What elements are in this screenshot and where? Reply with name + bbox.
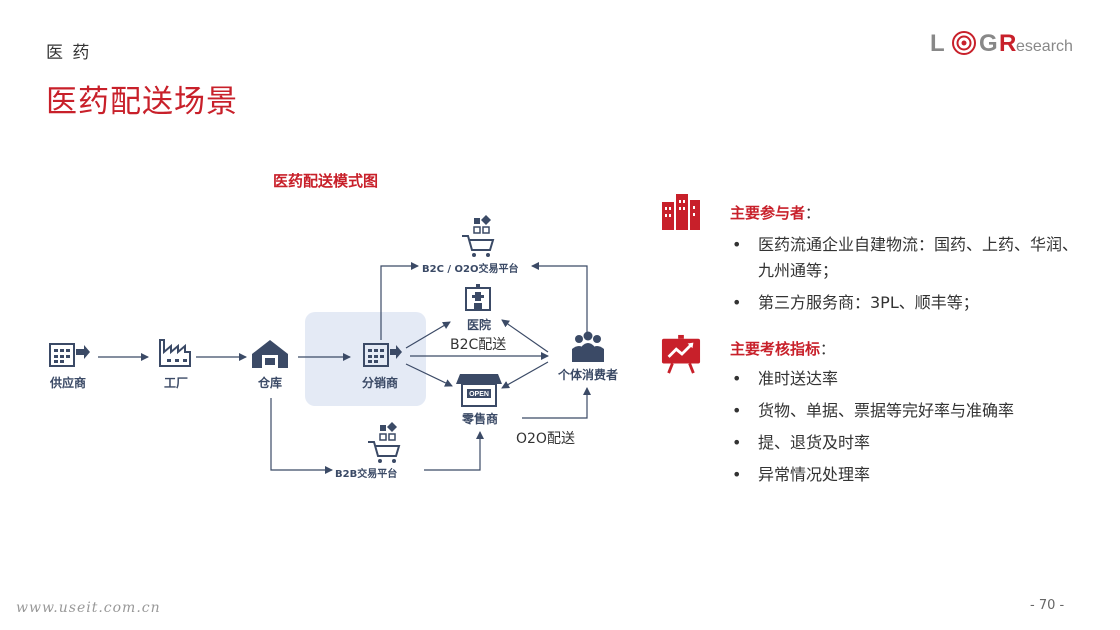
kpis-title-text: 主要考核指标 [730,340,821,358]
page-title: 医药配送场景 [46,84,238,120]
list-item: 第三方服务商：3PL、顺丰等； [730,290,1080,316]
people-icon [572,331,604,362]
list-item: 医药流通企业自建物流：国药、上药、华润、九州通等； [730,232,1080,284]
edge-distributor-retailer [405,363,453,387]
edge-distributor-hospital [405,321,451,349]
kpis-title: 主要考核指标： [730,338,835,359]
cart-icon-b2c [462,215,495,257]
warehouse-icon [252,340,288,368]
chart-board-icon [661,334,701,374]
node-factory: 工厂 [163,376,188,390]
shop-icon: OPEN [456,374,502,407]
footer-url: www.useit.com.cn [16,600,161,616]
cart-icon-b2b [368,422,401,463]
node-consumer: 个体消费者 [557,368,618,382]
node-supplier: 供应商 [49,376,86,390]
participants-title-text: 主要参与者 [730,204,806,222]
edge-distributor-b2c [380,262,419,340]
node-b2b-platform: B2B交易平台 [335,469,398,480]
edge-label-b2c: B2C配送 [450,337,507,353]
node-b2c-platform: B2C / O2O交易平台 [422,264,519,275]
list-item: 提、退货及时率 [730,430,1080,456]
hospital-icon [465,284,491,311]
section-label: 医 药 [46,43,92,63]
list-item: 准时送达率 [730,366,1080,392]
target-icon [952,31,976,55]
participants-title-colon: ： [805,204,821,222]
page-number: - 70 - [1030,598,1065,613]
edge-retailer-consumer [522,387,591,419]
node-warehouse: 仓库 [257,376,282,390]
edge-consumer-retailer [501,361,549,389]
logo: L G R esearch [930,26,1090,60]
diagram-title: 医药配送模式图 [273,172,379,190]
participants-list: 医药流通企业自建物流：国药、上药、华润、九州通等； 第三方服务商：3PL、顺丰等… [730,232,1080,322]
factory-icon [159,339,191,367]
list-item: 异常情况处理率 [730,462,1080,488]
node-retailer: 零售商 [461,412,498,426]
distributor-icon [363,343,402,367]
edge-warehouse-b2b [270,398,333,474]
logo-suffix: esearch [1016,38,1073,55]
node-hospital: 医院 [466,318,491,332]
edge-consumer-hospital [501,319,549,353]
node-distributor: 分销商 [361,376,398,390]
logo-graphic: L G R esearch [930,30,1073,57]
open-sign: OPEN [469,391,489,398]
edge-b2b-retailer [424,431,484,471]
participants-title: 主要参与者： [730,202,820,223]
kpis-list: 准时送达率 货物、单据、票据等完好率与准确率 提、退货及时率 异常情况处理率 [730,366,1080,494]
supplier-icon [49,343,90,367]
distributor-highlight [305,312,426,406]
logo-letter-g: G [979,30,998,57]
list-item: 货物、单据、票据等完好率与准确率 [730,398,1080,424]
logo-letter-l: L [930,30,945,57]
edge-label-o2o: O2O配送 [516,431,575,447]
kpis-title-colon: ： [820,340,836,358]
buildings-icon [662,194,700,230]
logo-letter-r: R [999,30,1016,57]
edge-consumer-b2c [531,262,588,338]
